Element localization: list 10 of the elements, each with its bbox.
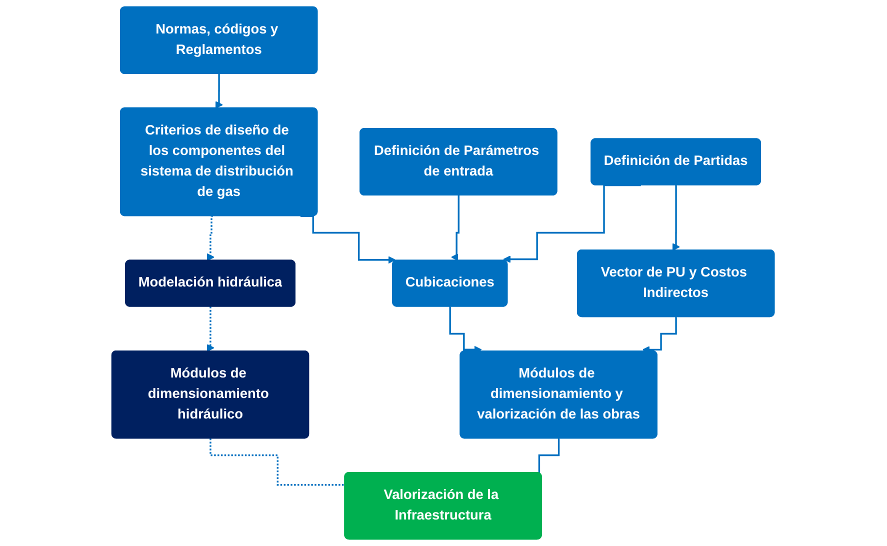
arrow bbox=[672, 184, 680, 251]
arrow bbox=[300, 215, 396, 264]
arrow bbox=[207, 306, 215, 352]
connector bbox=[210, 438, 346, 486]
arrow bbox=[451, 194, 460, 261]
arrow bbox=[450, 306, 482, 354]
arrow bbox=[216, 73, 224, 109]
arrow bbox=[642, 316, 678, 354]
arrow bbox=[207, 215, 215, 261]
arrow bbox=[504, 184, 642, 263]
